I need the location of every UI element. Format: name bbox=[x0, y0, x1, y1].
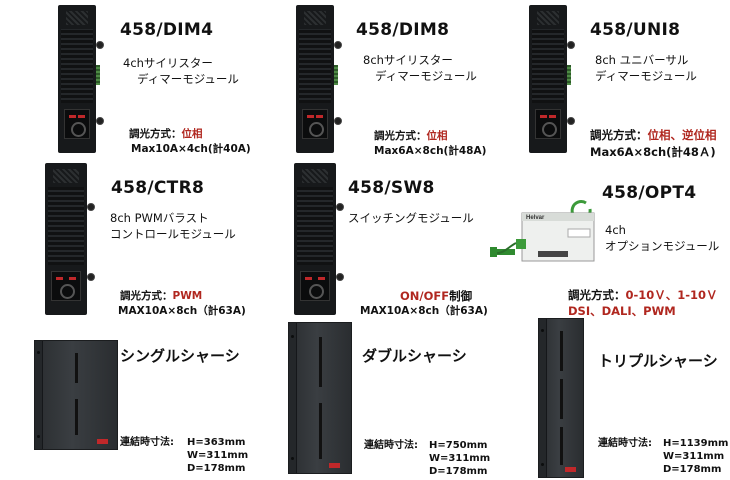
dim8-method-value: 位相 bbox=[426, 130, 448, 142]
uni8-desc-line1: 8ch ユニバーサル bbox=[595, 53, 689, 67]
double-dim-h: H=750mm bbox=[429, 440, 488, 451]
triple-dim-d: D=178mm bbox=[663, 464, 722, 475]
uni8-module-image bbox=[529, 5, 575, 153]
ctr8-desc-line2: コントロールモジュール bbox=[110, 227, 236, 241]
ctr8-module-image bbox=[45, 163, 95, 315]
dim8-rating: Max6A×8ch(計48A) bbox=[374, 145, 487, 157]
double-chassis-image bbox=[288, 322, 352, 474]
opt4-method-label: 調光方式： bbox=[568, 288, 626, 302]
dim4-method-value: 位相 bbox=[181, 128, 203, 140]
ctr8-method-label: 調光方式： bbox=[120, 290, 173, 302]
sw8-desc-line1: スイッチングモジュール bbox=[348, 211, 474, 225]
dim4-module-image bbox=[58, 5, 104, 153]
sw8-module-image bbox=[294, 163, 344, 315]
opt4-model-title: 458/OPT4 bbox=[602, 183, 697, 203]
dim4-rating: Max10A×4ch(計40A) bbox=[131, 143, 251, 155]
opt4-desc-line1: 4ch bbox=[605, 223, 626, 237]
uni8-desc-line2: ディマーモジュール bbox=[595, 69, 697, 83]
ctr8-method-value: PWM bbox=[172, 290, 203, 302]
sw8-model-title: 458/SW8 bbox=[348, 178, 435, 198]
dim8-method-label: 調光方式： bbox=[374, 130, 427, 142]
sw8-method-value: ON/OFF bbox=[400, 289, 450, 303]
uni8-method: 調光方式：位相、逆位相 bbox=[590, 128, 717, 142]
uni8-rating: Max6A×8ch(計48Ａ) bbox=[590, 145, 716, 159]
triple-dim-label: 連結時寸法: bbox=[598, 438, 652, 449]
dim4-desc-line1: 4chサイリスター bbox=[123, 56, 213, 70]
dim4-method-label: 調光方式： bbox=[129, 128, 182, 140]
uni8-method-label: 調光方式： bbox=[590, 128, 648, 142]
dim8-desc-line2: ディマーモジュール bbox=[375, 69, 477, 83]
triple-chassis-image bbox=[538, 318, 584, 478]
double-dim-w: W=311mm bbox=[429, 453, 491, 464]
dim8-module-image bbox=[296, 5, 342, 153]
dim4-desc-line2: ディマーモジュール bbox=[137, 72, 239, 86]
opt4-desc-line2: オプションモジュール bbox=[605, 239, 720, 253]
opt4-method: 調光方式：0-10Ｖ、1-10Ｖ bbox=[568, 288, 718, 302]
sw8-method: ON/OFF制御 bbox=[400, 289, 472, 303]
double-chassis-title: ダブルシャーシ bbox=[362, 347, 467, 365]
dim8-method: 調光方式：位相 bbox=[374, 129, 448, 143]
triple-dim-w: W=311mm bbox=[663, 451, 725, 462]
single-dim-label: 連結時寸法: bbox=[120, 437, 174, 448]
triple-dim-h: H=1139mm bbox=[663, 438, 729, 449]
single-dim-w: W=311mm bbox=[187, 450, 249, 461]
ctr8-rating: MAX10A×8ch（計63A) bbox=[118, 305, 246, 317]
opt4-method-value-line1: 0-10Ｖ、1-10Ｖ bbox=[625, 288, 718, 302]
dim8-model-title: 458/DIM8 bbox=[356, 20, 450, 40]
uni8-method-value: 位相、逆位相 bbox=[647, 128, 717, 142]
opt4-brand-label: Helvar bbox=[526, 215, 545, 221]
ctr8-model-title: 458/CTR8 bbox=[111, 178, 205, 198]
single-dim-h: H=363mm bbox=[187, 437, 246, 448]
dim4-method: 調光方式：位相 bbox=[129, 127, 203, 141]
dim4-model-title: 458/DIM4 bbox=[120, 20, 214, 40]
dim8-desc-line1: 8chサイリスター bbox=[363, 53, 453, 67]
single-chassis-image bbox=[34, 340, 118, 450]
ctr8-method: 調光方式：PWM bbox=[120, 289, 202, 303]
double-dim-d: D=178mm bbox=[429, 466, 488, 477]
triple-chassis-title: トリプルシャーシ bbox=[598, 352, 718, 370]
sw8-method-suffix: 制御 bbox=[449, 289, 473, 303]
opt4-method-value-line2: DSI、DALI、PWM bbox=[568, 304, 676, 318]
ctr8-desc-line1: 8ch PWMバラスト bbox=[110, 211, 209, 225]
uni8-model-title: 458/UNI8 bbox=[590, 20, 681, 40]
sw8-rating: MAX10A×8ch（計63A) bbox=[360, 305, 488, 317]
single-chassis-title: シングルシャーシ bbox=[120, 347, 240, 365]
opt4-device-image: Helvar bbox=[490, 200, 595, 262]
double-dim-label: 連結時寸法: bbox=[364, 440, 418, 451]
single-dim-d: D=178mm bbox=[187, 463, 246, 474]
